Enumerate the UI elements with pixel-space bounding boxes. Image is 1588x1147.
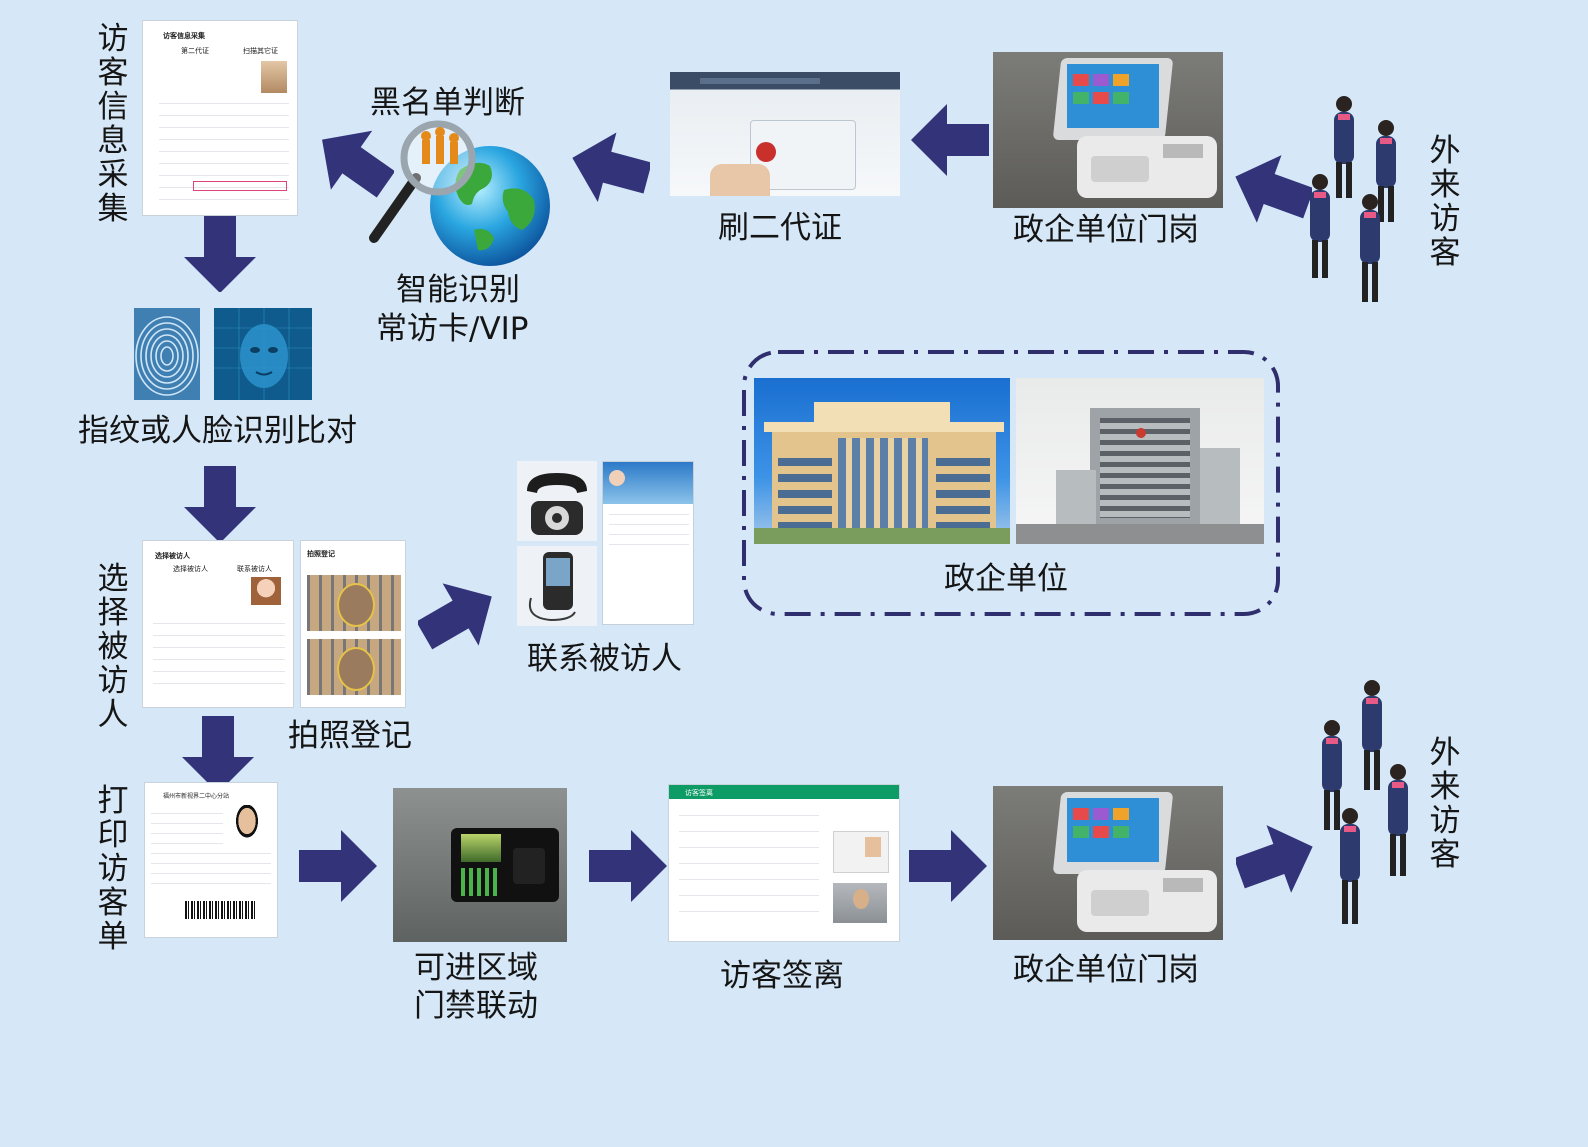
smart-id-label-line1: 智能识别 bbox=[396, 272, 520, 308]
desk-phone-image bbox=[517, 461, 597, 541]
arrow-id-to-blacklist bbox=[570, 128, 650, 208]
arrow-print-to-access bbox=[299, 830, 377, 902]
signout-screenshot: 访客签离 bbox=[668, 784, 900, 942]
government-building-photo-2 bbox=[1016, 378, 1264, 544]
contact-label: 联系被访人 bbox=[527, 641, 682, 677]
host-select-form-screenshot: 选择被访人 选择被访人 联系被访人 bbox=[142, 540, 294, 708]
visitor-slip-image: 福州市新视界二中心分站 bbox=[144, 782, 278, 938]
access-label-line1: 可进区域 bbox=[414, 950, 538, 986]
select-host-label: 选择被访人 bbox=[97, 561, 129, 733]
arrow-photo-to-contact bbox=[418, 576, 498, 656]
face-scan-image bbox=[214, 308, 312, 400]
gate-kiosk-photo-top bbox=[993, 52, 1223, 208]
slip-barcode bbox=[185, 901, 257, 919]
globe-magnifier-illustration bbox=[369, 120, 550, 266]
swipe-id-label: 刷二代证 bbox=[718, 210, 842, 246]
info-form-title: 访客信息采集 bbox=[163, 32, 205, 40]
visitor-info-label: 访客信息采集 bbox=[97, 21, 129, 227]
visitors-group-bottom bbox=[1322, 680, 1408, 924]
mobile-phone-image bbox=[517, 546, 597, 626]
access-control-photo bbox=[393, 788, 567, 942]
host-tab1: 选择被访人 bbox=[173, 565, 208, 573]
host-photo bbox=[251, 577, 281, 605]
visitor-info-form-screenshot: 访客信息采集 第二代证 扫描其它证 bbox=[142, 20, 298, 216]
arrow-biometric-to-host bbox=[184, 466, 256, 542]
blacklist-label: 黑名单判断 bbox=[370, 85, 525, 121]
outside-visitors-bottom-label: 外来访客 bbox=[1429, 735, 1461, 873]
access-label-line2: 门禁联动 bbox=[414, 988, 538, 1024]
outside-visitors-top-label: 外来访客 bbox=[1429, 133, 1461, 271]
signout-title: 访客签离 bbox=[685, 789, 713, 797]
visitors-group-top bbox=[1310, 96, 1396, 302]
gate-top-label: 政企单位门岗 bbox=[1013, 212, 1199, 248]
id-card-swipe-photo bbox=[670, 72, 900, 196]
biometric-label: 指纹或人脸识别比对 bbox=[78, 413, 357, 449]
arrow-gate-to-visitors bbox=[1236, 820, 1316, 900]
info-tab1: 第二代证 bbox=[181, 47, 209, 55]
slip-header: 福州市新视界二中心分站 bbox=[163, 793, 230, 800]
arrow-info-to-biometric bbox=[184, 216, 256, 292]
photo-label: 拍照登记 bbox=[288, 718, 412, 754]
info-tab2: 扫描其它证 bbox=[243, 47, 278, 55]
arrow-gate-to-id bbox=[911, 104, 989, 176]
units-label: 政企单位 bbox=[944, 561, 1068, 597]
contact-message-screenshot bbox=[602, 461, 694, 625]
government-building-photo-1 bbox=[754, 378, 1010, 544]
print-slip-label: 打印访客单 bbox=[97, 783, 129, 955]
arrow-signout-to-gate bbox=[909, 830, 987, 902]
info-photo bbox=[261, 61, 287, 93]
signout-label: 访客签离 bbox=[720, 958, 844, 994]
photo-panel-title: 拍照登记 bbox=[307, 550, 335, 558]
arrow-access-to-signout bbox=[589, 830, 667, 902]
smart-id-label-line2: 常访卡/VIP bbox=[376, 311, 529, 347]
units-dashed-border bbox=[742, 350, 1280, 616]
fingerprint-image bbox=[134, 308, 200, 400]
photo-register-screenshot: 拍照登记 bbox=[300, 540, 406, 708]
slip-photo bbox=[231, 805, 263, 845]
arrow-host-to-print bbox=[182, 716, 254, 792]
gate-kiosk-photo-bottom bbox=[993, 786, 1223, 940]
gate-bottom-label: 政企单位门岗 bbox=[1013, 952, 1199, 988]
host-form-title: 选择被访人 bbox=[155, 552, 190, 560]
host-tab2: 联系被访人 bbox=[237, 565, 272, 573]
